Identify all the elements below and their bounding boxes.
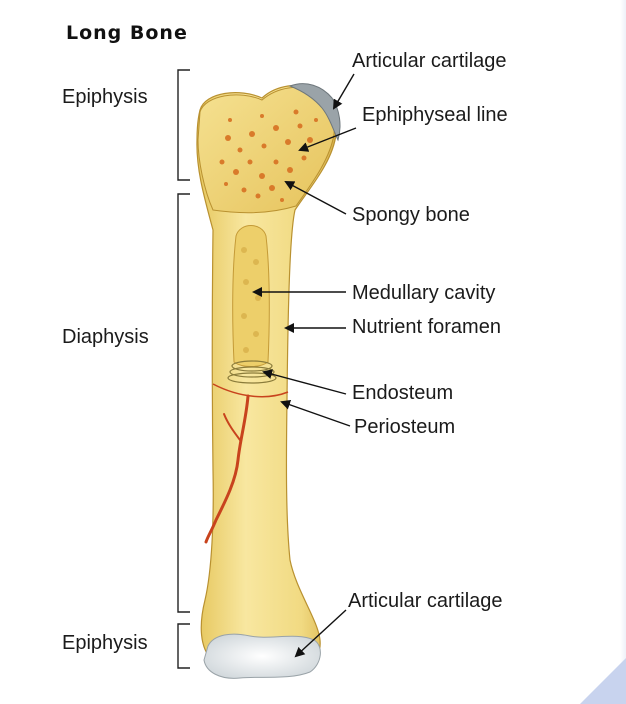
periosteum-edge [212, 383, 289, 398]
marrow-texture [241, 247, 261, 353]
page-corner-fold [580, 658, 626, 704]
endosteum-rings [227, 360, 277, 384]
label-nutrient-foramen: Nutrient foramen [352, 316, 501, 338]
articular-cartilage-top [288, 83, 341, 142]
label-periosteum: Periosteum [354, 416, 456, 438]
region-brackets [177, 69, 190, 669]
label-diaphysis: Diaphysis [62, 326, 149, 348]
label-epiphysis-top: Epiphysis [62, 86, 148, 108]
proximal-epiphysis [197, 87, 335, 214]
label-articular-cartilage-top: Articular cartilage [352, 50, 507, 72]
diagram-title: Long Bone [66, 22, 188, 44]
label-spongy-bone: Spongy bone [352, 204, 470, 226]
label-endosteum: Endosteum [352, 382, 454, 404]
label-epiphysis-bottom: Epiphysis [62, 632, 148, 654]
label-medullary-cavity: Medullary cavity [352, 282, 496, 304]
nutrient-artery-branch [223, 413, 241, 441]
label-articular-cartilage-bottom: Articular cartilage [348, 590, 503, 612]
articular-cartilage-bottom [203, 633, 321, 679]
spongy-bone-texture [219, 109, 318, 202]
medullary-cavity [232, 225, 270, 367]
nutrient-artery [204, 394, 250, 544]
page-edge [620, 0, 626, 704]
leader-lines [252, 73, 357, 658]
label-epiphyseal-line: Ephiphyseal line [362, 104, 508, 126]
